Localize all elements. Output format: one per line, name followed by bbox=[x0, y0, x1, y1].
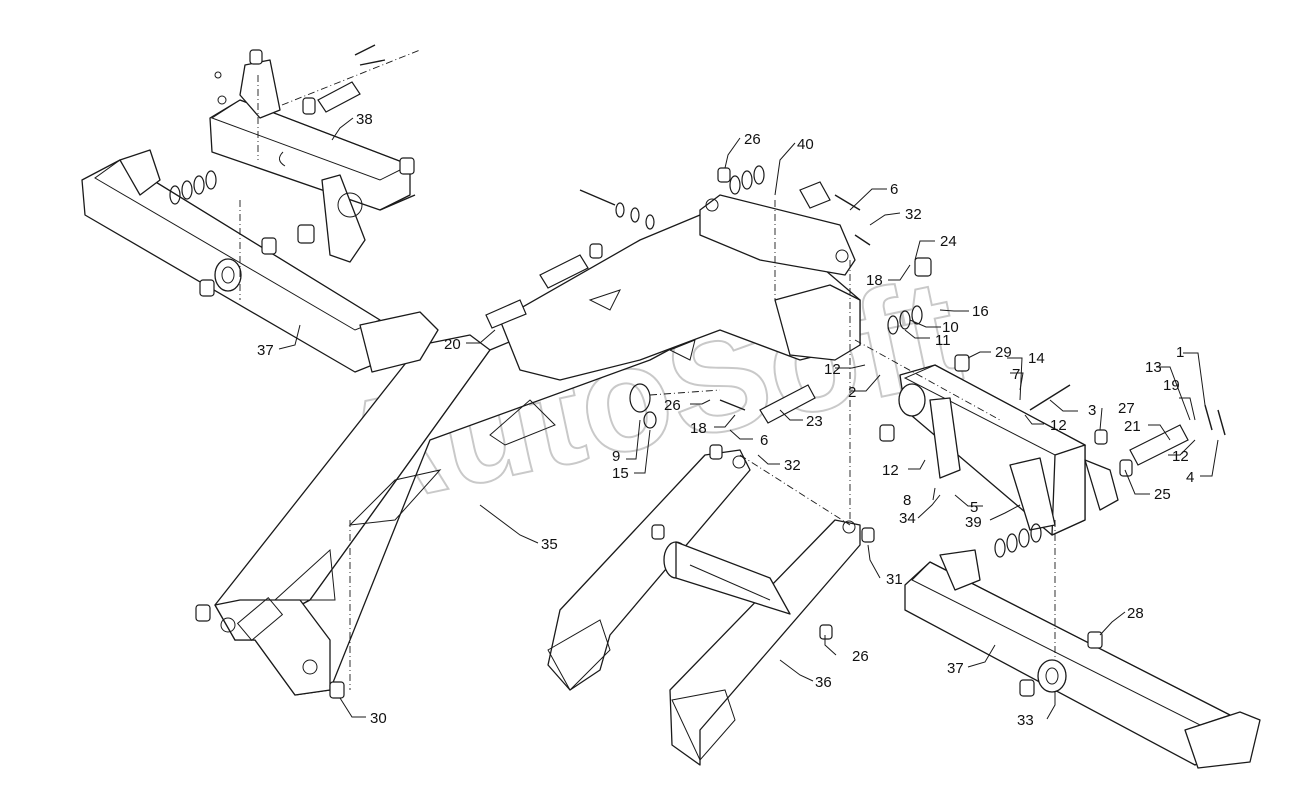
callout-34: 34 bbox=[899, 510, 916, 527]
callout-23: 23 bbox=[806, 413, 823, 430]
callout-5: 5 bbox=[970, 499, 978, 516]
main-frame[interactable] bbox=[214, 194, 861, 696]
callout-28: 28 bbox=[1127, 605, 1144, 622]
callout-19: 19 bbox=[1163, 377, 1180, 394]
callout-32b: 32 bbox=[784, 457, 801, 474]
callout-29: 29 bbox=[995, 344, 1012, 361]
callout-18b: 18 bbox=[690, 420, 707, 437]
callout-15: 15 bbox=[612, 465, 629, 482]
callout-11: 11 bbox=[935, 332, 951, 349]
callout-39: 39 bbox=[965, 514, 982, 531]
callout-2: 2 bbox=[848, 384, 856, 401]
callout-9: 9 bbox=[612, 448, 620, 465]
callout-26c: 26 bbox=[852, 648, 869, 665]
callout-24: 24 bbox=[940, 233, 957, 250]
callout-20: 20 bbox=[444, 336, 461, 353]
lower-lift-frame[interactable] bbox=[547, 449, 861, 766]
callout-7: 7 bbox=[1012, 366, 1020, 383]
callout-12b: 12 bbox=[1050, 417, 1067, 434]
callout-26a: 26 bbox=[744, 131, 761, 148]
callout-14: 14 bbox=[1028, 350, 1045, 367]
coil-springs bbox=[169, 165, 1042, 558]
bushings-and-pins bbox=[195, 49, 1189, 699]
callout-25: 25 bbox=[1154, 486, 1171, 503]
callout-40: 40 bbox=[797, 136, 814, 153]
callout-12a: 12 bbox=[824, 361, 841, 378]
callout-labels: 1 2 3 4 5 6 6 7 8 9 10 11 12 12 12 12 13… bbox=[257, 111, 1194, 729]
callout-37a: 37 bbox=[257, 342, 274, 359]
callout-13: 13 bbox=[1145, 359, 1162, 376]
upper-cross-member[interactable] bbox=[209, 59, 412, 263]
leader-lines bbox=[278, 117, 1219, 720]
callout-6a: 6 bbox=[890, 181, 898, 198]
left-rocker-beam[interactable] bbox=[81, 149, 439, 373]
callout-21: 21 bbox=[1124, 418, 1141, 435]
callout-1: 1 bbox=[1176, 344, 1184, 361]
callout-10: 10 bbox=[942, 319, 959, 336]
callout-26b: 26 bbox=[664, 397, 681, 414]
callout-37b: 37 bbox=[947, 660, 964, 677]
callout-6b: 6 bbox=[760, 432, 768, 449]
callout-12d: 12 bbox=[882, 462, 899, 479]
callout-30: 30 bbox=[370, 710, 387, 727]
callout-32a: 32 bbox=[905, 206, 922, 223]
callout-3: 3 bbox=[1088, 402, 1096, 419]
right-rocker-beam[interactable] bbox=[904, 549, 1261, 769]
right-cross-member[interactable] bbox=[898, 364, 1119, 536]
callout-38: 38 bbox=[356, 111, 373, 128]
callout-4: 4 bbox=[1186, 469, 1194, 486]
callout-12c: 12 bbox=[1172, 448, 1189, 465]
callout-27: 27 bbox=[1118, 400, 1135, 417]
assembly-centerlines bbox=[239, 49, 1056, 690]
callout-31: 31 bbox=[886, 571, 903, 588]
callout-18a: 18 bbox=[866, 272, 883, 289]
bolts bbox=[354, 44, 1226, 436]
callout-16: 16 bbox=[972, 303, 989, 320]
callout-8: 8 bbox=[903, 492, 911, 509]
callout-36: 36 bbox=[815, 674, 832, 691]
callout-35: 35 bbox=[541, 536, 558, 553]
callout-33: 33 bbox=[1017, 712, 1034, 729]
